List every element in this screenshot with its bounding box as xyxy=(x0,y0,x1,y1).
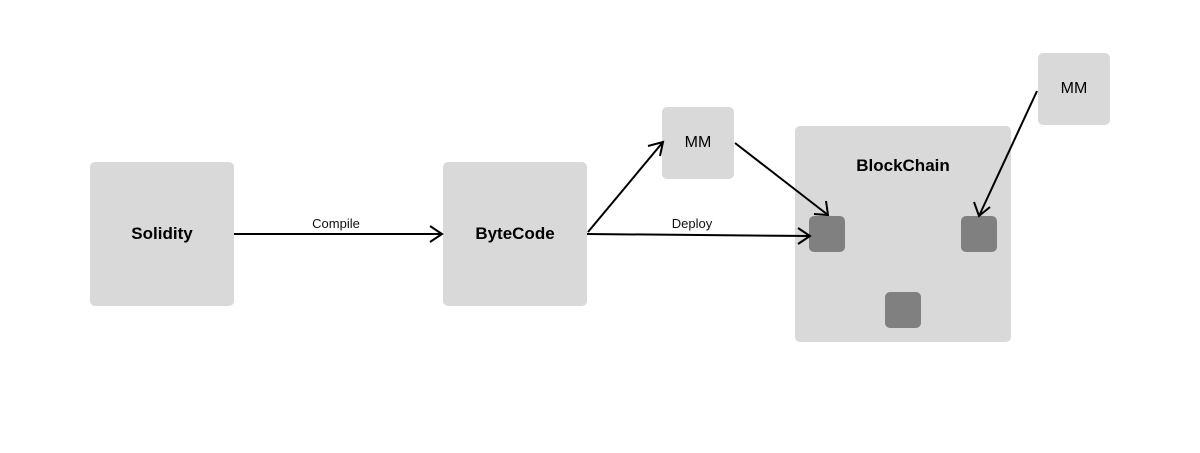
deploy-arrow-line xyxy=(586,233,811,237)
deploy-label: Deploy xyxy=(671,216,713,231)
blockchain-node-left xyxy=(809,216,845,252)
bytecode-label: ByteCode xyxy=(475,224,555,243)
bytecode-to-mm-line xyxy=(587,141,664,233)
mm-top-right-label: MM xyxy=(1060,80,1088,97)
mm-to-node-right-arrowhead xyxy=(973,201,991,218)
mm-middle-box: MM xyxy=(662,107,734,179)
mm-top-right-box: MM xyxy=(1038,53,1110,125)
blockchain-node-right xyxy=(961,216,997,252)
solidity-label: Solidity xyxy=(131,224,193,243)
solidity-box: Solidity xyxy=(90,162,234,306)
blockchain-node-bottom xyxy=(885,292,921,328)
mm-middle-label: MM xyxy=(684,134,712,151)
bytecode-box: ByteCode xyxy=(443,162,587,306)
mm-to-node-right-line xyxy=(978,90,1038,217)
compile-label: Compile xyxy=(312,216,360,231)
blockchain-title: BlockChain xyxy=(856,156,950,175)
deploy-arrowhead xyxy=(797,227,812,245)
mm-to-node-left-line xyxy=(734,142,829,216)
bytecode-to-mm-arrowhead xyxy=(647,140,665,157)
mm-to-node-left-arrowhead xyxy=(813,200,830,217)
compile-arrowhead xyxy=(429,225,444,243)
